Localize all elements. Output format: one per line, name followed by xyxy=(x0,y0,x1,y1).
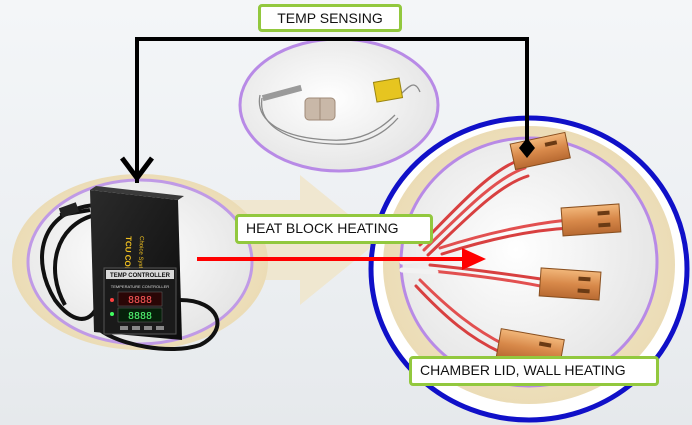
controller-display-top: 8888 xyxy=(128,295,152,306)
sensor-end-diamond xyxy=(519,138,535,158)
controller-group: TCU CONTROLLER Choice System TEMP CONTRO… xyxy=(12,174,268,352)
controller-brand-sub: Choice System xyxy=(137,236,144,277)
heat-block-heating-label: HEAT BLOCK HEATING xyxy=(235,214,433,244)
heater-pad-2 xyxy=(560,203,622,237)
sensor-probe xyxy=(261,84,303,102)
sensor-circle xyxy=(238,37,440,173)
heater-pad-3 xyxy=(538,267,602,301)
controller-display-bottom: 8888 xyxy=(128,311,152,322)
heat-flow-arrow xyxy=(197,248,486,270)
chamber-heater-group xyxy=(368,115,690,423)
temp-sensing-arrow xyxy=(120,37,535,183)
controller-panel-title: TEMP CONTROLLER xyxy=(110,273,171,279)
sensor-connector xyxy=(372,77,404,103)
temp-sensor-group xyxy=(238,37,440,173)
temp-controller-device: TCU CONTROLLER Choice System TEMP CONTRO… xyxy=(90,186,184,340)
temp-sensing-label: TEMP SENSING xyxy=(258,4,402,32)
sensor-wires xyxy=(258,84,421,145)
chamber-lid-wall-heating-label: CHAMBER LID, WALL HEATING xyxy=(409,356,659,386)
controller-panel-sub: TEMPERATURE CONTROLLER xyxy=(111,284,169,289)
plug-connector xyxy=(58,202,80,218)
